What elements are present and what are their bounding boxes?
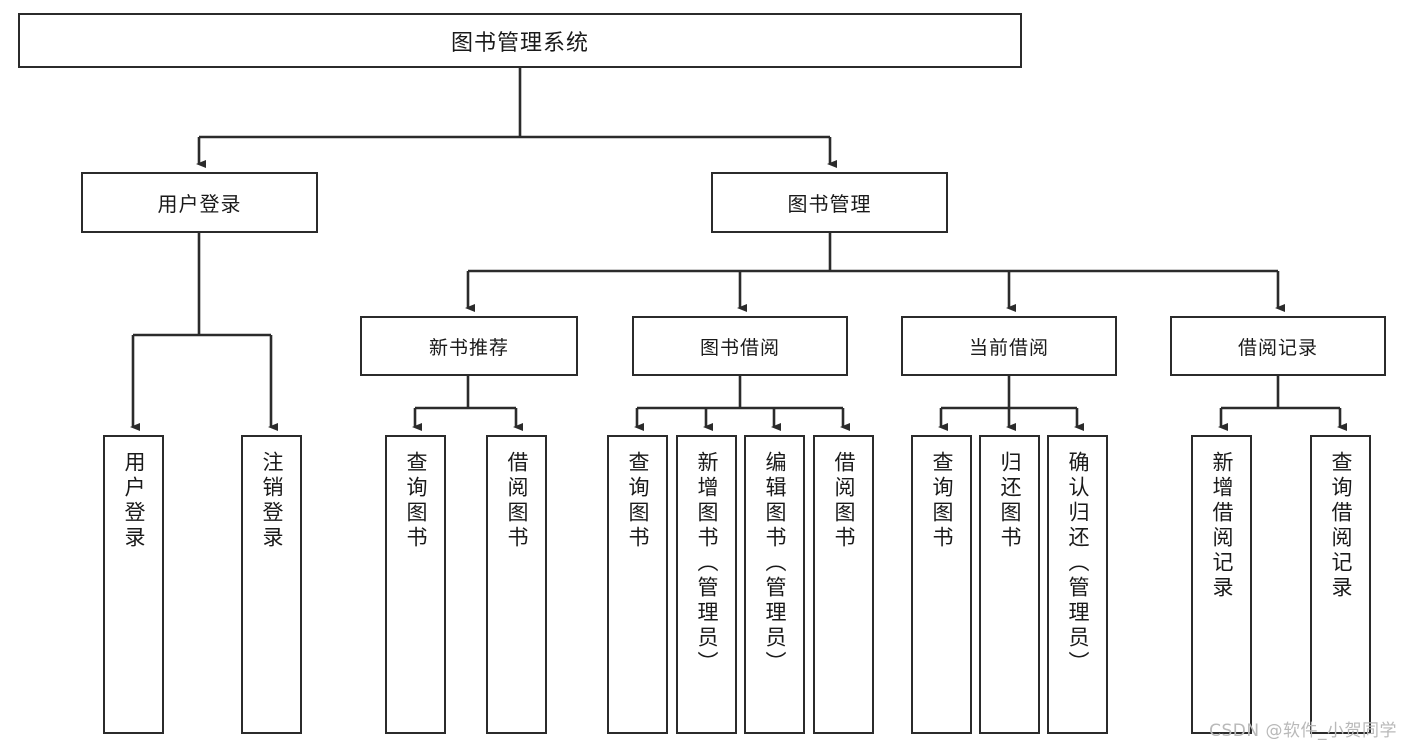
watermark-text: CSDN @软件_小贺同学 <box>1209 721 1397 741</box>
node-root-system[interactable]: 图书管理系统 <box>18 13 1022 68</box>
node-label: 查询图书 <box>930 451 954 551</box>
node-label: 查询借阅记录 <box>1329 451 1353 601</box>
node-label: 归还图书 <box>998 451 1022 551</box>
node-label: 当前借阅 <box>968 336 1049 359</box>
node-new-book-recommend[interactable]: 新书推荐 <box>360 316 578 376</box>
node-book-management[interactable]: 图书管理 <box>711 172 948 233</box>
node-user-login[interactable]: 用户登录 <box>81 172 318 233</box>
node-label: 注销登录 <box>260 451 284 551</box>
leaf-book-borrow-edit[interactable]: 编辑图书（管理员） <box>744 435 805 734</box>
node-label: 编辑图书（管理员） <box>763 451 787 676</box>
node-label: 确认归还（管理员） <box>1066 451 1090 676</box>
leaf-borrow-record-add[interactable]: 新增借阅记录 <box>1191 435 1252 734</box>
leaf-book-borrow-add[interactable]: 新增图书（管理员） <box>676 435 737 734</box>
leaf-new-book-borrow[interactable]: 借阅图书 <box>486 435 547 734</box>
node-label: 图书借阅 <box>699 336 780 359</box>
node-label: 借阅记录 <box>1237 336 1318 359</box>
leaf-current-borrow-confirm-return[interactable]: 确认归还（管理员） <box>1047 435 1108 734</box>
node-book-borrow[interactable]: 图书借阅 <box>632 316 848 376</box>
node-label: 查询图书 <box>404 451 428 551</box>
node-label: 新书推荐 <box>428 336 509 359</box>
node-label: 新增借阅记录 <box>1210 451 1234 601</box>
node-label: 借阅图书 <box>832 451 856 551</box>
node-label: 借阅图书 <box>505 451 529 551</box>
node-label: 查询图书 <box>626 451 650 551</box>
leaf-current-borrow-query[interactable]: 查询图书 <box>911 435 972 734</box>
node-current-borrow[interactable]: 当前借阅 <box>901 316 1117 376</box>
leaf-user-login-login[interactable]: 用户登录 <box>103 435 164 734</box>
node-label: 用户登录 <box>157 192 242 216</box>
node-label: 用户登录 <box>122 451 146 551</box>
leaf-current-borrow-return[interactable]: 归还图书 <box>979 435 1040 734</box>
leaf-book-borrow-borrow[interactable]: 借阅图书 <box>813 435 874 734</box>
leaf-borrow-record-query[interactable]: 查询借阅记录 <box>1310 435 1371 734</box>
node-borrow-record[interactable]: 借阅记录 <box>1170 316 1386 376</box>
node-label: 图书管理系统 <box>450 30 589 56</box>
leaf-new-book-query[interactable]: 查询图书 <box>385 435 446 734</box>
leaf-book-borrow-query[interactable]: 查询图书 <box>607 435 668 734</box>
node-label: 新增图书（管理员） <box>695 451 719 676</box>
node-label: 图书管理 <box>787 192 872 216</box>
leaf-user-login-logout[interactable]: 注销登录 <box>241 435 302 734</box>
